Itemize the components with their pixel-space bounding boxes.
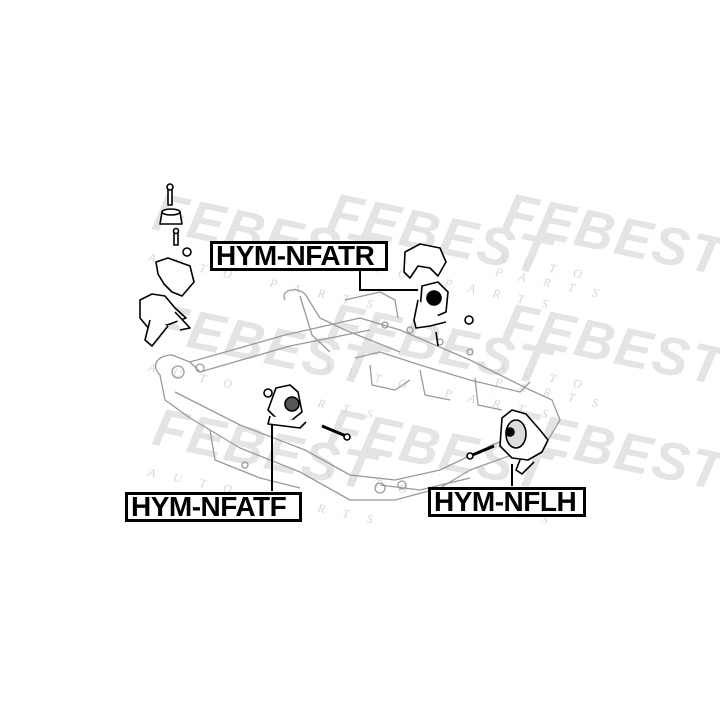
front-mount-part bbox=[263, 384, 351, 441]
leader-lines bbox=[271, 270, 513, 491]
subframe bbox=[155, 289, 561, 501]
left-mount-assembly bbox=[139, 183, 195, 347]
rear-mount-part bbox=[403, 243, 474, 347]
left-side-mount-part bbox=[466, 409, 549, 475]
part-label-hym-nfatf: HYM-NFATF bbox=[125, 492, 302, 522]
part-label-hym-nfatr: HYM-NFATR bbox=[210, 241, 388, 271]
leader-line-nfatr bbox=[359, 270, 418, 291]
part-label-hym-nflh: HYM-NFLH bbox=[428, 487, 586, 517]
